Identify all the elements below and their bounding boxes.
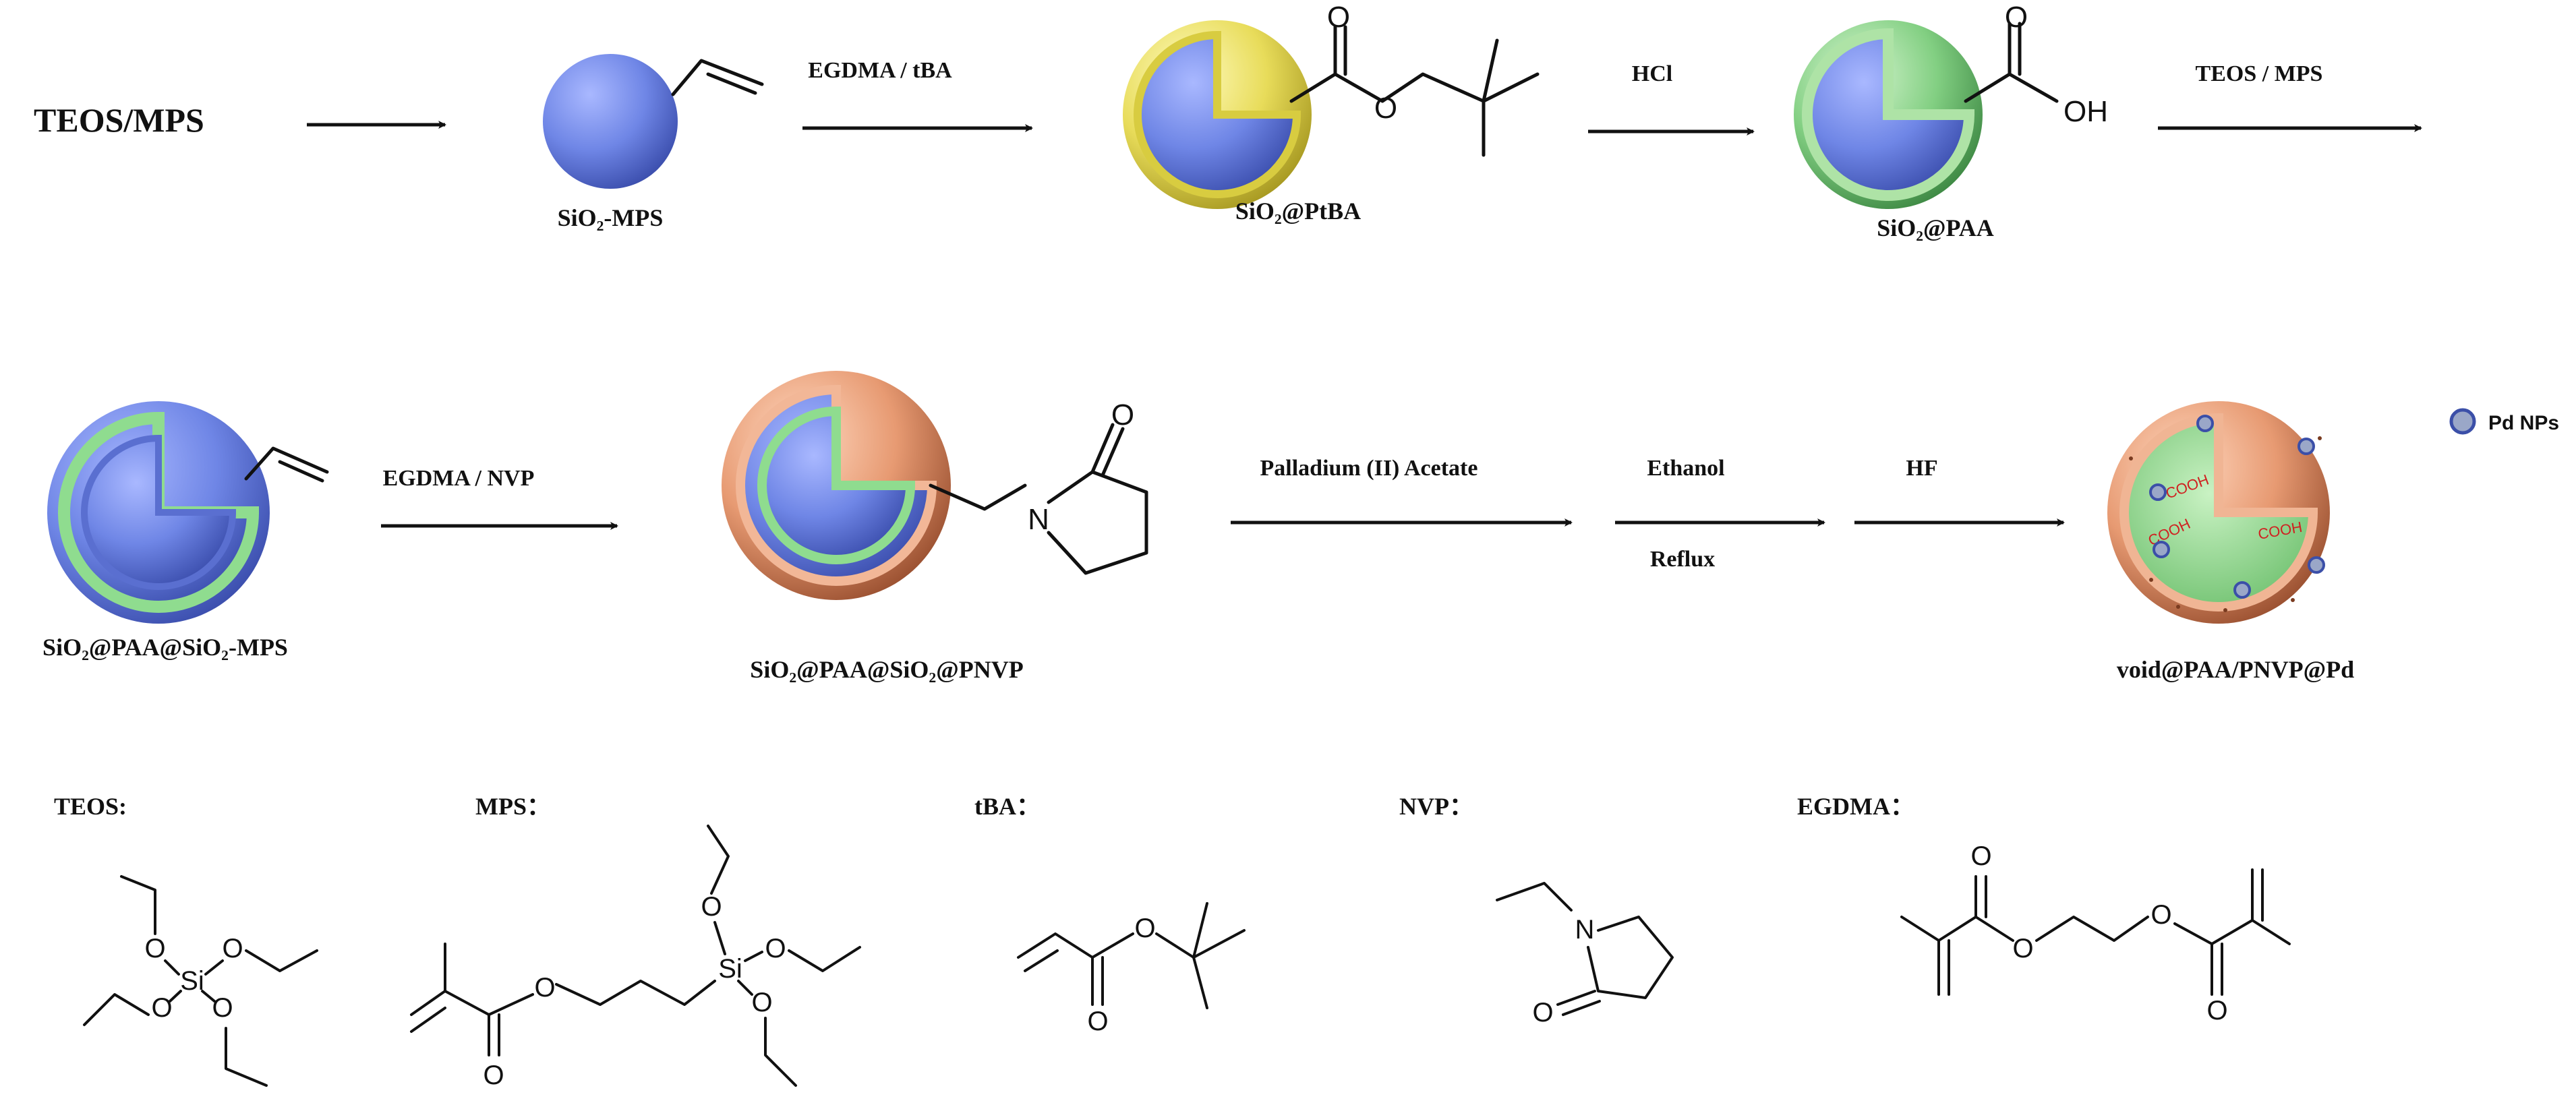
atom-n-pnvp: N bbox=[1028, 503, 1049, 536]
atom-o-teos-bottom: O bbox=[212, 993, 233, 1023]
structure-nvp: N O bbox=[1496, 882, 1674, 1027]
structure-label-teos: TEOS: bbox=[54, 793, 127, 820]
atom-o-carbonyl-paa: O bbox=[2005, 1, 2028, 34]
atom-o-mps-bottom: O bbox=[751, 988, 772, 1017]
start-label: TEOS/MPS bbox=[34, 101, 204, 139]
atom-o-carbonyl-ptba: O bbox=[1327, 1, 1350, 34]
label-sio2-paa: SiO₂@PAA bbox=[1877, 214, 1994, 241]
particle-sio2-ptba: O O bbox=[1123, 1, 1540, 209]
pd-np-5 bbox=[2308, 556, 2325, 574]
reagent-ethanol: Ethanol bbox=[1647, 456, 1724, 481]
structure-label-mps: MPS： bbox=[475, 793, 551, 820]
atom-o-mps-carbonyl: O bbox=[483, 1061, 504, 1090]
label-sio2-paa-sio2-pnvp: SiO₂@PAA@SiO₂@PNVP bbox=[750, 656, 1023, 683]
legend-pd-np-label: Pd NPs bbox=[2488, 412, 2559, 434]
legend: Pd NPs bbox=[2449, 408, 2559, 435]
reagent-egdma-nvp: EGDMA / NVP bbox=[383, 466, 535, 491]
legend-pd-np-marker bbox=[2449, 408, 2476, 435]
label-void-paa-pnvp-pd: void@PAA/PNVP@Pd bbox=[2117, 656, 2354, 683]
pd-np-4 bbox=[2153, 541, 2170, 558]
pd-np-6 bbox=[2233, 581, 2251, 599]
atom-o-mps-right: O bbox=[765, 934, 786, 963]
atom-o-pnvp: O bbox=[1111, 398, 1134, 431]
reagent-hf: HF bbox=[1906, 456, 1937, 481]
atom-o-egdma-e2: O bbox=[2150, 900, 2171, 930]
particle-sio2-paa: O OH bbox=[1794, 1, 2108, 209]
atom-o-mps-ester: O bbox=[534, 973, 555, 1003]
label-sio2-paa-sio2-mps: SiO₂@PAA@SiO₂-MPS bbox=[42, 634, 288, 661]
particle-sio2-paa-sio2-pnvp: O N bbox=[722, 371, 1148, 600]
atom-o-tba-carbonyl: O bbox=[1087, 1007, 1108, 1036]
reagent-teos-mps: TEOS / MPS bbox=[2196, 61, 2323, 86]
atom-o-nvp: O bbox=[1532, 998, 1553, 1027]
structure-tba: O O bbox=[1017, 902, 1246, 1036]
structure-label-tba: tBA： bbox=[974, 793, 1041, 820]
particle-sio2-paa-sio2-mps bbox=[47, 401, 329, 624]
label-sio2-ptba: SiO₂@PtBA bbox=[1235, 198, 1361, 225]
structure-label-nvp: NVP： bbox=[1399, 793, 1473, 820]
particle-void-paa-pnvp-pd: COOH COOH COOH bbox=[2107, 401, 2330, 624]
atom-o-egdma-c2: O bbox=[2206, 996, 2227, 1025]
reagent-palladium-acetate: Palladium (II) Acetate bbox=[1260, 456, 1478, 481]
reagent-reflux: Reflux bbox=[1650, 547, 1715, 572]
structure-teos: Si O O O O bbox=[83, 875, 318, 1087]
reagent-egdma-tba: EGDMA / tBA bbox=[808, 58, 952, 83]
atom-o-egdma-c1: O bbox=[1970, 841, 1991, 871]
atom-o-ester-ptba: O bbox=[1374, 92, 1397, 125]
atom-o-tba-ester: O bbox=[1134, 914, 1155, 943]
atom-o-mps-top: O bbox=[701, 892, 722, 922]
particle-sio2-mps bbox=[543, 54, 764, 189]
atom-o-teos-left: O bbox=[151, 993, 172, 1023]
atom-oh-paa: OH bbox=[2063, 95, 2108, 128]
atom-si-teos: Si bbox=[180, 966, 204, 996]
atom-o-teos-right: O bbox=[222, 934, 243, 963]
reagent-hcl: HCl bbox=[1632, 61, 1672, 86]
structure-label-egdma: EGDMA： bbox=[1797, 793, 1914, 820]
atom-si-mps: Si bbox=[718, 954, 742, 984]
pd-np-3 bbox=[2149, 483, 2167, 501]
structure-mps: O O Si O O O bbox=[410, 825, 861, 1090]
atom-o-egdma-e1: O bbox=[2012, 934, 2033, 963]
atom-o-teos-top: O bbox=[144, 934, 165, 963]
structure-egdma: O O O O bbox=[1900, 841, 2291, 1025]
pd-np-2 bbox=[2297, 438, 2315, 455]
pd-np-1 bbox=[2196, 415, 2214, 432]
label-sio2-mps: SiO₂-MPS bbox=[558, 204, 664, 231]
atom-n-nvp: N bbox=[1575, 915, 1595, 945]
